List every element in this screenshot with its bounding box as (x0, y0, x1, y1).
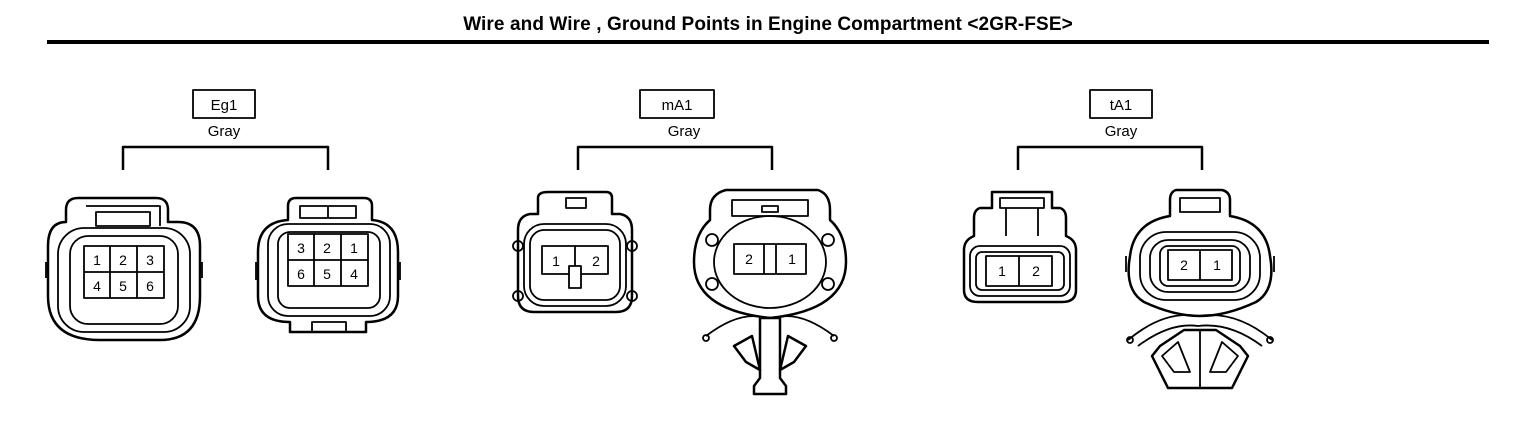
eg1-male-pin: 1 (350, 240, 358, 256)
connector-ta1: tA1 Gray 1 2 2 1 (962, 89, 1275, 390)
eg1-bracket (121, 145, 330, 170)
eg1-male-pin: 6 (297, 266, 305, 282)
ma1-female-connector: 1 2 (512, 190, 638, 314)
ma1-female-pin: 2 (592, 253, 600, 269)
eg1-female-pin: 3 (146, 252, 154, 268)
title-rule (47, 40, 1489, 44)
ma1-bracket (576, 145, 774, 170)
ta1-male-connector: 2 1 (1125, 188, 1275, 390)
ma1-color-label: Gray (668, 123, 701, 140)
eg1-female-pin: 6 (146, 278, 154, 294)
ta1-code-box (1089, 89, 1153, 119)
eg1-male-pin: 5 (323, 266, 331, 282)
ma1-code-box (639, 89, 715, 119)
ta1-female-pin: 1 (998, 263, 1006, 279)
ma1-female-pin: 1 (552, 253, 560, 269)
eg1-female-pin: 2 (119, 252, 127, 268)
connector-ma1: mA1 Gray 1 2 (512, 89, 848, 396)
ta1-code-label: tA1 (1110, 97, 1133, 114)
ta1-female-pin: 2 (1032, 263, 1040, 279)
ta1-color-label: Gray (1105, 123, 1138, 140)
eg1-male-connector: 3 2 1 6 5 4 (255, 196, 401, 334)
connector-eg1: Eg1 Gray 1 2 3 4 5 6 (45, 89, 401, 342)
ta1-male-pin: 1 (1213, 257, 1221, 273)
eg1-female-pin: 1 (93, 252, 101, 268)
ta1-bracket (1016, 145, 1204, 170)
eg1-color-label: Gray (208, 123, 241, 140)
ma1-code-label: mA1 (662, 97, 693, 114)
eg1-female-pin: 5 (119, 278, 127, 294)
eg1-male-pin: 3 (297, 240, 305, 256)
ma1-male-pin: 2 (745, 251, 753, 267)
eg1-female-connector: 1 2 3 4 5 6 (45, 196, 203, 342)
page-title: Wire and Wire , Ground Points in Engine … (463, 14, 1073, 35)
eg1-female-pin: 4 (93, 278, 101, 294)
eg1-code-label: Eg1 (211, 97, 238, 114)
eg1-male-pin: 2 (323, 240, 331, 256)
eg1-code-box (192, 89, 256, 119)
ta1-female-connector: 1 2 (962, 190, 1078, 304)
eg1-male-pin: 4 (350, 266, 358, 282)
ta1-male-pin: 2 (1180, 257, 1188, 273)
ma1-male-connector: 2 1 (692, 188, 848, 396)
ma1-male-pin: 1 (788, 251, 796, 267)
